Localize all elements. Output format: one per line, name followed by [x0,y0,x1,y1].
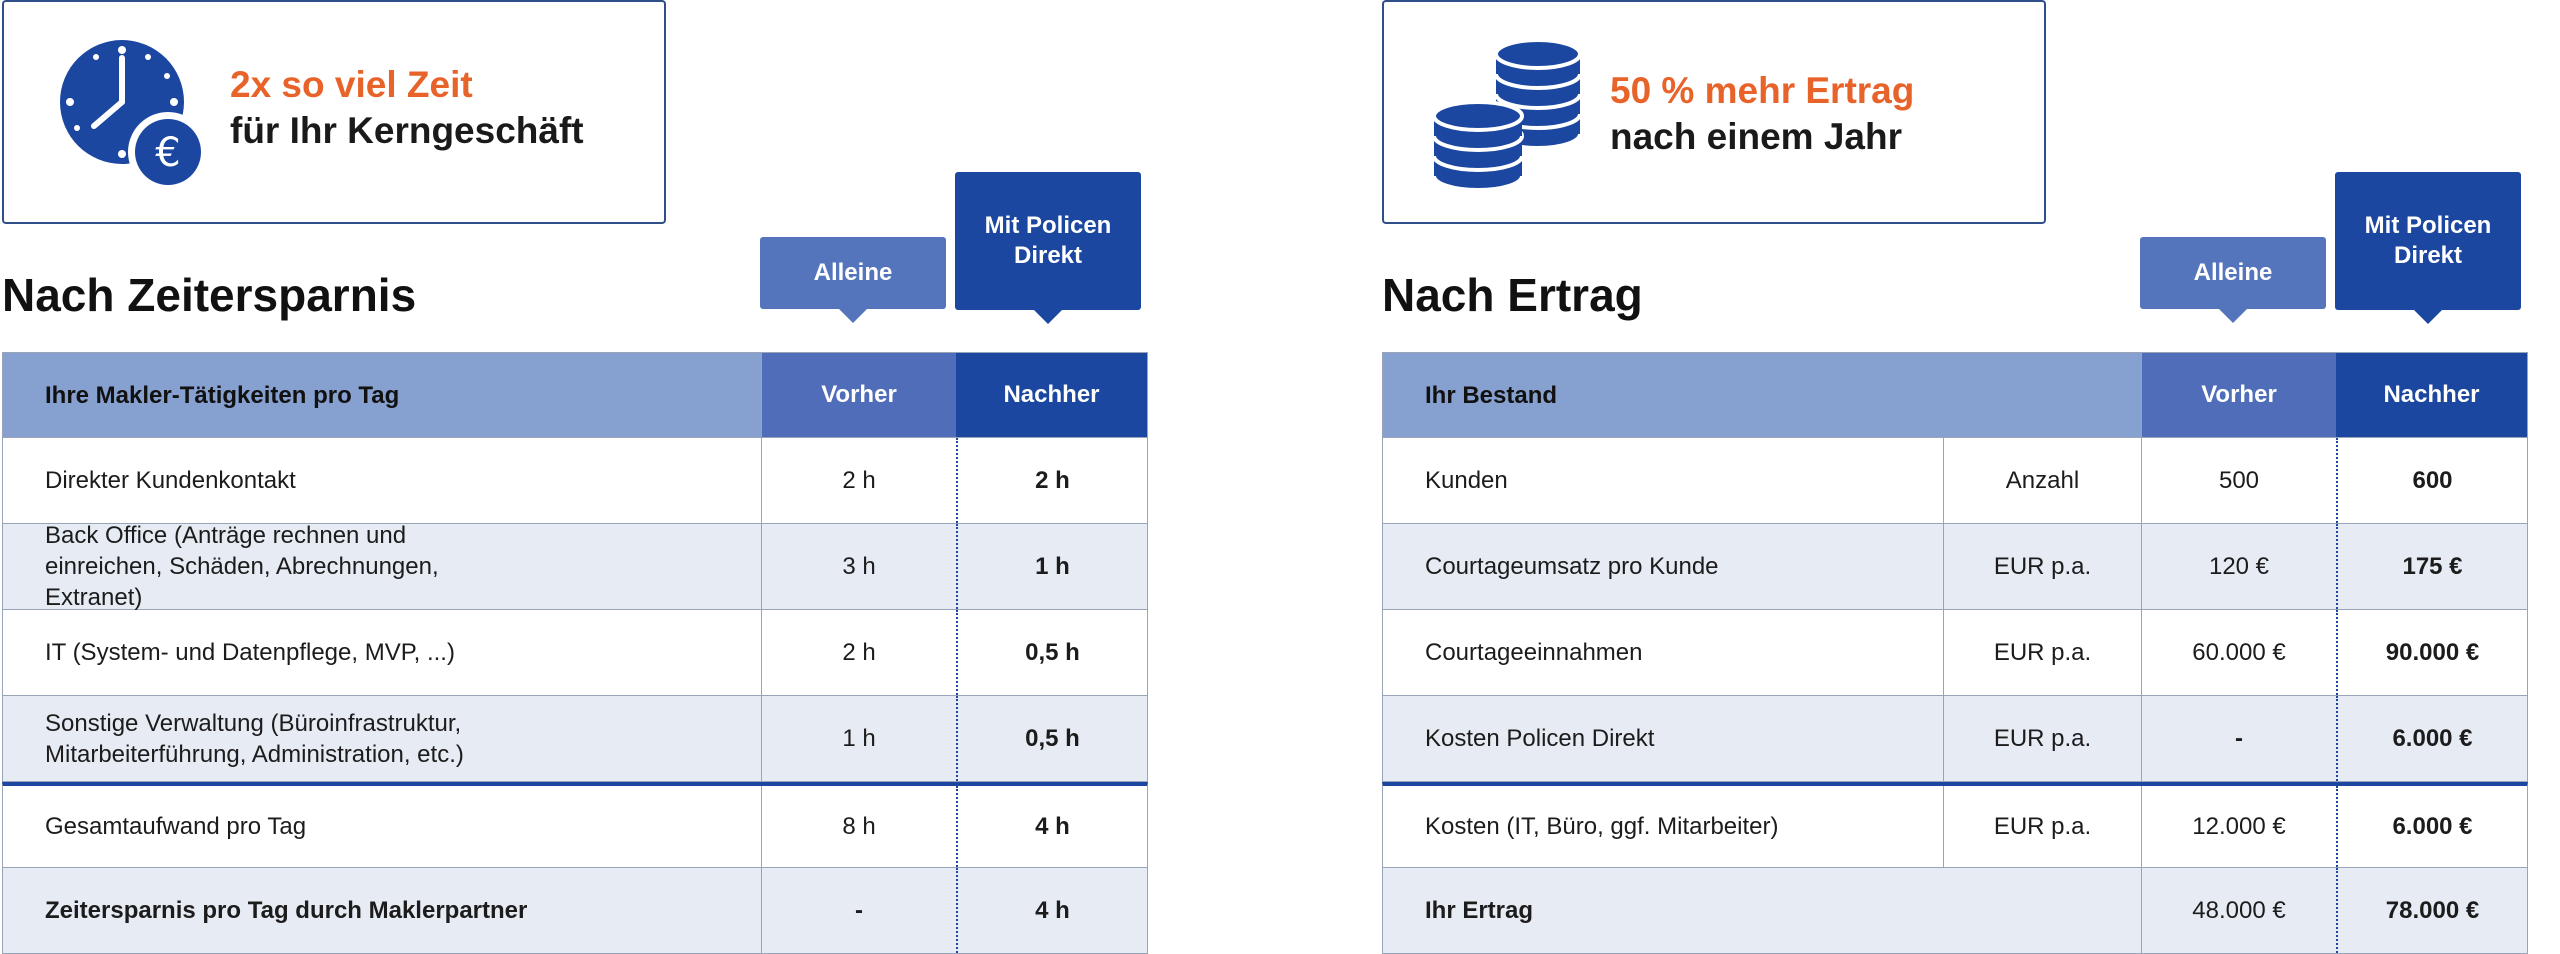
time-table: Ihre Makler-Tätigkeiten pro Tag Vorher N… [2,352,1148,954]
revenue-banner: 50 % mehr Ertrag nach einem Jahr [1382,0,2046,224]
time-banner-subline: für Ihr Kerngeschäft [230,110,584,151]
coins-icon [1432,38,1582,192]
table-row: Kunden Anzahl 500 600 [1382,438,2528,524]
revenue-section-title: Nach Ertrag [1382,269,1643,321]
svg-text:€: € [155,130,180,176]
table-row: Back Office (Anträge rechnen und einreic… [2,522,1148,611]
table-row-savings: Zeitersparnis pro Tag durch Maklerpartne… [2,868,1148,954]
table-row: IT (System- und Datenpflege, MVP, ...) 2… [2,610,1148,696]
time-section-title: Nach Zeitersparnis [2,269,417,321]
clock-euro-icon: € [60,40,208,192]
header-vorher: Vorher [761,353,956,437]
mit-policen-direkt-tag: Mit Policen Direkt [955,172,1141,324]
table-row: Kosten Policen Direkt EUR p.a. - 6.000 € [1382,696,2528,782]
revenue-banner-headline: 50 % mehr Ertrag [1610,70,1915,111]
revenue-table: Ihr Bestand Vorher Nachher Kunden Anzahl… [1382,352,2528,954]
alleine-tag: Alleine [760,237,946,323]
alleine-tag: Alleine [2140,237,2326,323]
time-banner: € 2x so viel Zeit für Ihr Kerngeschäft [2,0,666,224]
header-bestand: Ihr Bestand [1383,353,2141,437]
table-row: Courtageeinnahmen EUR p.a. 60.000 € 90.0… [1382,610,2528,696]
header-vorher: Vorher [2141,353,2336,437]
header-nachher: Nachher [2336,353,2527,437]
table-row: Kosten (IT, Büro, ggf. Mitarbeiter) EUR … [1382,782,2528,868]
table-row: Courtageumsatz pro Kunde EUR p.a. 120 € … [1382,524,2528,610]
table-header: Ihr Bestand Vorher Nachher [1382,352,2528,438]
header-nachher: Nachher [956,353,1147,437]
time-savings-panel: € 2x so viel Zeit für Ihr Kerngeschäft N… [0,0,1150,954]
table-row: Direkter Kundenkontakt 2 h 2 h [2,438,1148,524]
table-header: Ihre Makler-Tätigkeiten pro Tag Vorher N… [2,352,1148,438]
table-row: Sonstige Verwaltung (Büroinfrastruktur, … [2,696,1148,782]
mit-policen-direkt-tag: Mit Policen Direkt [2335,172,2521,324]
table-row-ertrag: Ihr Ertrag 48.000 € 78.000 € [1382,868,2528,954]
revenue-panel: 50 % mehr Ertrag nach einem Jahr Nach Er… [1380,0,2530,954]
header-activities: Ihre Makler-Tätigkeiten pro Tag [3,353,761,437]
table-row-total: Gesamtaufwand pro Tag 8 h 4 h [2,782,1148,868]
revenue-banner-subline: nach einem Jahr [1610,116,1903,157]
time-banner-headline: 2x so viel Zeit [230,64,473,105]
